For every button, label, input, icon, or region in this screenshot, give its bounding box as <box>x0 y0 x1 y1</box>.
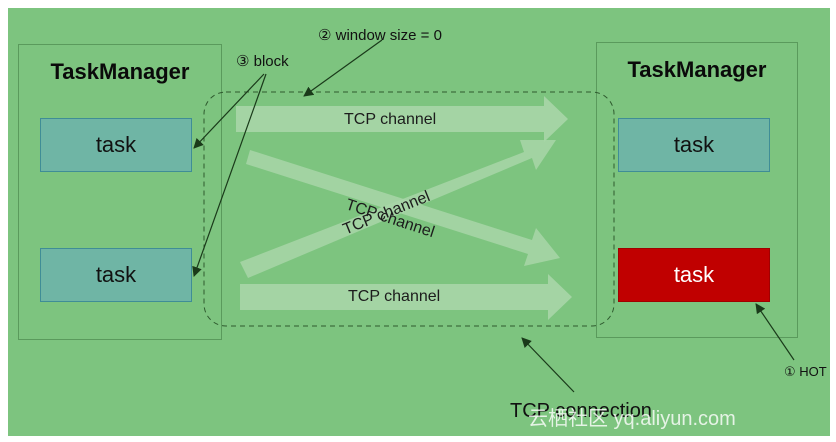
task-manager-right-title: TaskManager <box>627 57 767 82</box>
tcp-channel-top-label: TCP channel <box>344 111 437 128</box>
tcp-connection-boundary <box>203 91 615 327</box>
block-arrow-bottom <box>192 73 267 277</box>
diagram-canvas: TaskManager TaskManager task task task t… <box>8 8 830 436</box>
right-task-hot: task <box>618 248 770 302</box>
hot-arrow <box>755 303 795 361</box>
tcp-connection-arrow <box>521 337 575 393</box>
tcp-channel-cross-up-arrow <box>240 140 556 278</box>
right-task-top: task <box>618 118 770 172</box>
tcp-channel-top-arrow <box>236 96 568 142</box>
hot-annotation: ① HOT <box>784 364 827 379</box>
tcp-channel-bottom-arrow <box>240 274 572 320</box>
left-task-top: task <box>40 118 192 172</box>
block-arrow-top <box>193 73 265 149</box>
watermark: 云栖社区 yq.aliyun.com <box>528 408 736 430</box>
window-size-annotation: ② window size = 0 <box>318 27 442 44</box>
tcp-connection-label: TCP connection <box>510 400 652 422</box>
tcp-channel-bottom-label: TCP channel <box>348 288 441 305</box>
task-manager-left-title: TaskManager <box>50 59 190 84</box>
window-size-arrow <box>303 39 383 97</box>
left-task-bottom: task <box>40 248 192 302</box>
diagram-shapes <box>192 39 795 393</box>
block-annotation: ③ block <box>236 53 289 70</box>
